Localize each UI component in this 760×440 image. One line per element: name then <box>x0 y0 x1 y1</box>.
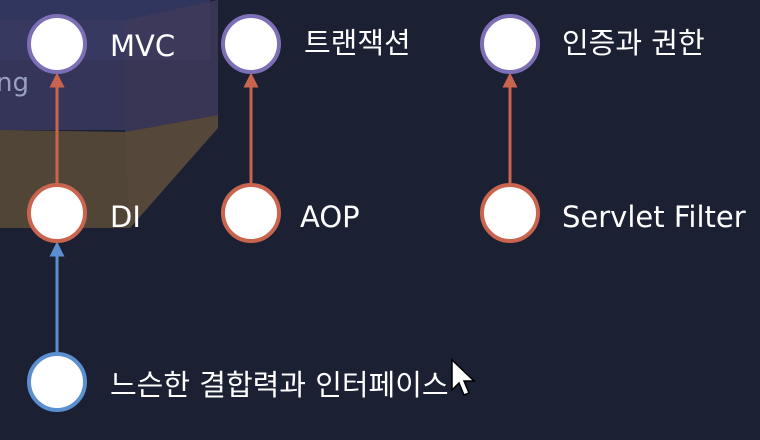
aop-label: AOP <box>300 203 360 232</box>
node-transaction-circle <box>223 16 279 72</box>
transaction-label: 트랜잭션 <box>304 29 411 58</box>
servlet-filter-label: Servlet Filter <box>562 203 746 232</box>
di-label: DI <box>110 203 141 232</box>
node-loose-coupling-circle <box>29 354 85 410</box>
node-di-circle <box>29 185 85 241</box>
mouse-pointer-icon <box>452 360 474 395</box>
node-aop-circle <box>223 185 279 241</box>
box-right-side <box>125 0 218 132</box>
auth-label: 인증과 권한 <box>562 29 705 58</box>
node-auth-circle <box>482 16 538 72</box>
node-mvc-circle <box>29 16 85 72</box>
loose-coupling-label: 느슨한 결합력과 인터페이스 <box>110 371 449 400</box>
mvc-label: MVC <box>110 32 175 61</box>
node-servlet-filter-circle <box>482 185 538 241</box>
background-fragment-text: ng <box>0 70 29 96</box>
